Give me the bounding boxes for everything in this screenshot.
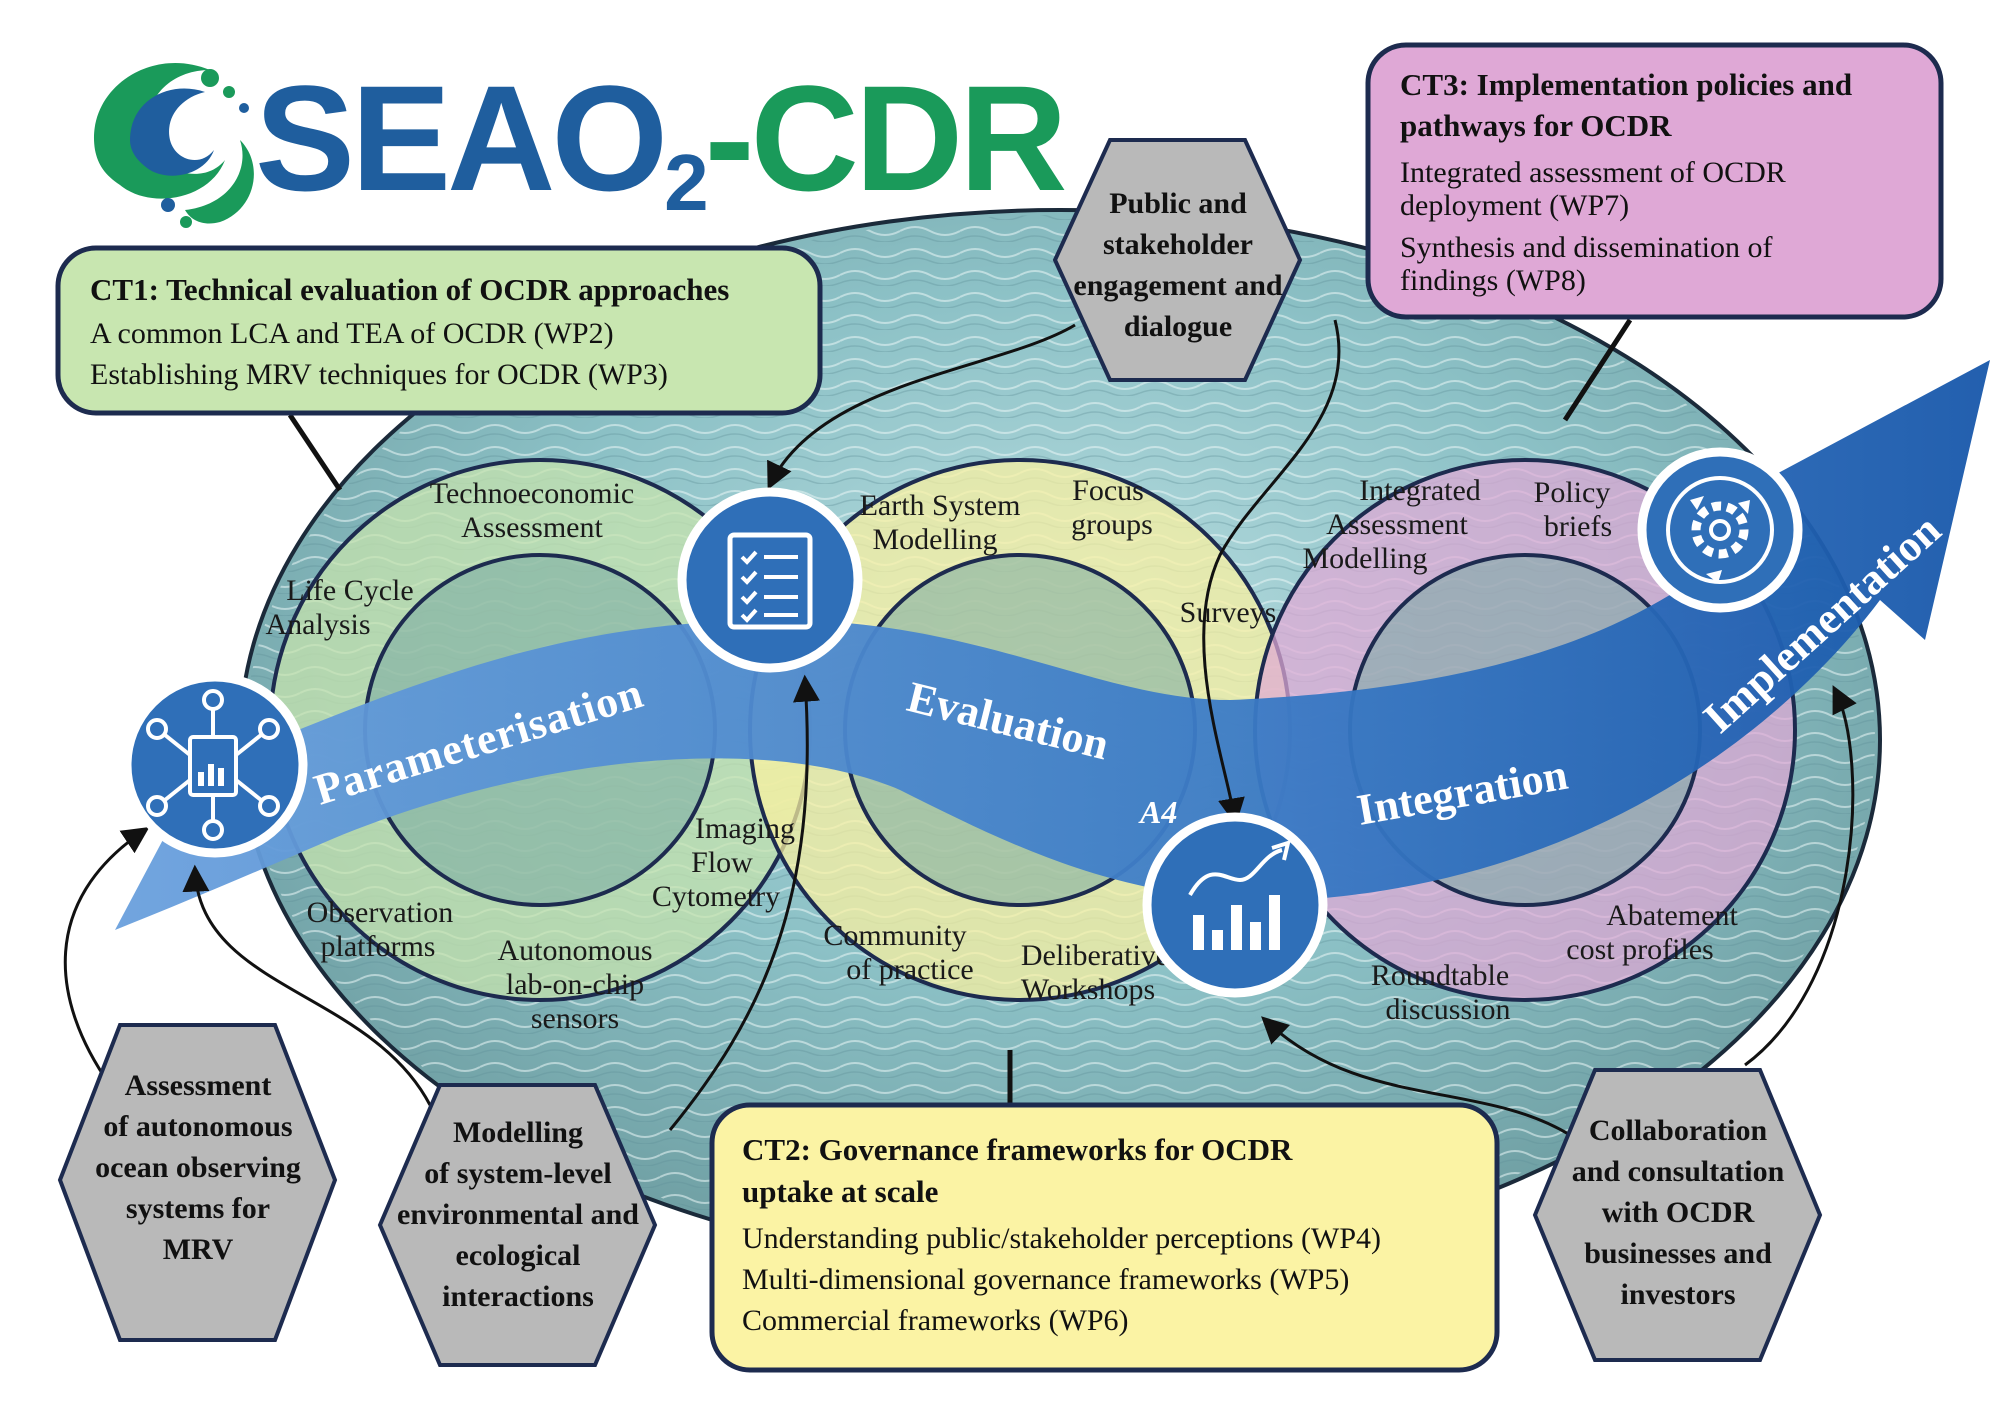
label-obs-2: platforms (321, 930, 436, 963)
label-community-1: Community (823, 919, 966, 952)
ct2-line3: Commercial frameworks (WP6) (742, 1304, 1129, 1337)
hex-collab-line5: investors (1621, 1278, 1736, 1311)
svg-text:SEAO2-CDR: SEAO2-CDR (255, 54, 1065, 227)
label-focus-1: Focus (1072, 474, 1144, 507)
arrow-assess-to-param-b (182, 864, 432, 1106)
hex-collab-line4: businesses and (1584, 1237, 1772, 1270)
arrow-public-to-integ (1202, 319, 1341, 826)
arrow-model-to-eval (668, 674, 820, 1131)
ct1-line1: A common LCA and TEA of OCDR (WP2) (90, 317, 614, 350)
ct2-line2: Multi-dimensional governance frameworks … (742, 1263, 1349, 1296)
label-deliberative-1: Deliberative (1021, 939, 1169, 972)
ct3-box: CT3: Implementation policies and pathway… (1365, 42, 1944, 320)
hex-collaboration: Collaboration and consultation with OCDR… (1532, 1068, 1823, 1362)
hex-modelling-line3: environmental and (397, 1198, 639, 1231)
ct2-title-line1: CT2: Governance frameworks for OCDR (742, 1132, 1293, 1167)
hex-modelling-line5: interactions (442, 1280, 594, 1313)
gear-cycle-icon (1637, 447, 1803, 613)
hex-public-line2: stakeholder (1103, 228, 1253, 261)
ct2-title-line2: uptake at scale (742, 1174, 938, 1209)
logo-subscript: 2 (664, 138, 706, 227)
label-auto-3: sensors (531, 1002, 619, 1035)
hex-assessment-line3: ocean observing (95, 1151, 301, 1184)
hex-collab-line3: with OCDR (1602, 1196, 1755, 1229)
label-roundtable-2: discussion (1385, 993, 1510, 1026)
hex-modelling: Modelling of system-level environmental … (377, 1083, 658, 1367)
hex-modelling-line4: ecological (456, 1239, 581, 1272)
label-focus-2: groups (1071, 508, 1153, 541)
label-imaging-3: Cytometry (652, 880, 780, 913)
ct3-line3: Synthesis and dissemination of (1400, 231, 1772, 264)
seao2-cdr-logo: SEAO2-CDR (93, 54, 1069, 228)
hex-assessment-line2: of autonomous (103, 1110, 292, 1143)
ct3-title-line1: CT3: Implementation policies and (1400, 67, 1852, 102)
hex-collab-line2: and consultation (1572, 1155, 1785, 1188)
hex-assessment-line4: systems for (126, 1192, 270, 1225)
hex-public-line4: dialogue (1124, 310, 1232, 343)
wave-logo-icon (93, 62, 254, 228)
hex-assessment-line1: Assessment (125, 1069, 272, 1102)
label-auto-2: lab-on-chip (506, 968, 644, 1001)
arrow-assess-to-param-a (63, 827, 150, 1086)
ct3-connector (1562, 318, 1633, 422)
label-esm-2: Modelling (873, 523, 998, 556)
arrow-public-to-eval (767, 323, 1076, 490)
label-lca-1: Life Cycle (286, 574, 413, 607)
hex-collab-line1: Collaboration (1589, 1114, 1768, 1147)
label-policy-1: Policy (1534, 476, 1611, 509)
chart-growth-icon (1142, 812, 1328, 998)
ct3-line1: Integrated assessment of OCDR (1400, 156, 1786, 189)
label-roundtable-1: Roundtable (1371, 959, 1509, 992)
ct1-title: CT1: Technical evaluation of OCDR approa… (90, 272, 729, 307)
label-techno-2: Assessment (461, 511, 603, 544)
flow-arrow (115, 360, 1990, 930)
label-community-2: of practice (846, 953, 973, 986)
hex-modelling-line2: of system-level (424, 1157, 611, 1190)
arrow-collab-to-integ (1261, 1016, 1571, 1137)
hex-modelling-line1: Modelling (453, 1116, 583, 1149)
label-imaging-2: Flow (691, 846, 753, 879)
ct1-box: CT1: Technical evaluation of OCDR approa… (55, 245, 823, 416)
ct3-line4: findings (WP8) (1400, 264, 1586, 297)
label-auto-1: Autonomous (497, 934, 652, 967)
ct2-line1: Understanding public/stakeholder percept… (742, 1222, 1381, 1255)
label-esm-1: Earth System (860, 489, 1021, 522)
param-icon (122, 672, 308, 858)
label-deliberative-2: Workshops (1021, 973, 1155, 1006)
hex-assessment: Assessment of autonomous ocean observing… (57, 1023, 338, 1342)
label-policy-2: briefs (1544, 510, 1612, 543)
ct3-title-line2: pathways for OCDR (1400, 108, 1672, 143)
logo-main: SEAO (255, 54, 664, 222)
ct2-box: CT2: Governance frameworks for OCDR upta… (709, 1102, 1500, 1373)
label-iam-1: Integrated (1359, 474, 1481, 507)
label-imaging-1: Imaging (695, 812, 795, 845)
ct1-line2: Establishing MRV techniques for OCDR (WP… (90, 358, 668, 391)
checklist-icon (677, 487, 863, 673)
label-lca-2: Analysis (266, 608, 371, 641)
hex-public-line3: engagement and (1073, 269, 1282, 302)
hex-public-line1: Public and (1109, 187, 1247, 220)
arrow-collab-to-impl (1744, 685, 1857, 1067)
ct3-line2: deployment (WP7) (1400, 189, 1629, 222)
label-surveys: Surveys (1180, 596, 1277, 629)
label-techno-1: Technoeconomic (430, 477, 634, 510)
hex-assessment-line5: MRV (163, 1233, 234, 1266)
hex-public-engagement: Public and stakeholder engagement and di… (1052, 138, 1303, 382)
label-abatement-1: Abatement (1606, 899, 1738, 932)
stage-a4-label: A4 (1138, 794, 1177, 830)
label-abatement-2: cost profiles (1566, 933, 1713, 966)
logo-suffix: -CDR (705, 54, 1066, 222)
label-iam-2: Assessment (1326, 508, 1468, 541)
ct1-connector (287, 413, 343, 492)
label-obs-1: Observation (307, 896, 454, 929)
label-iam-3: Modelling (1303, 542, 1428, 575)
